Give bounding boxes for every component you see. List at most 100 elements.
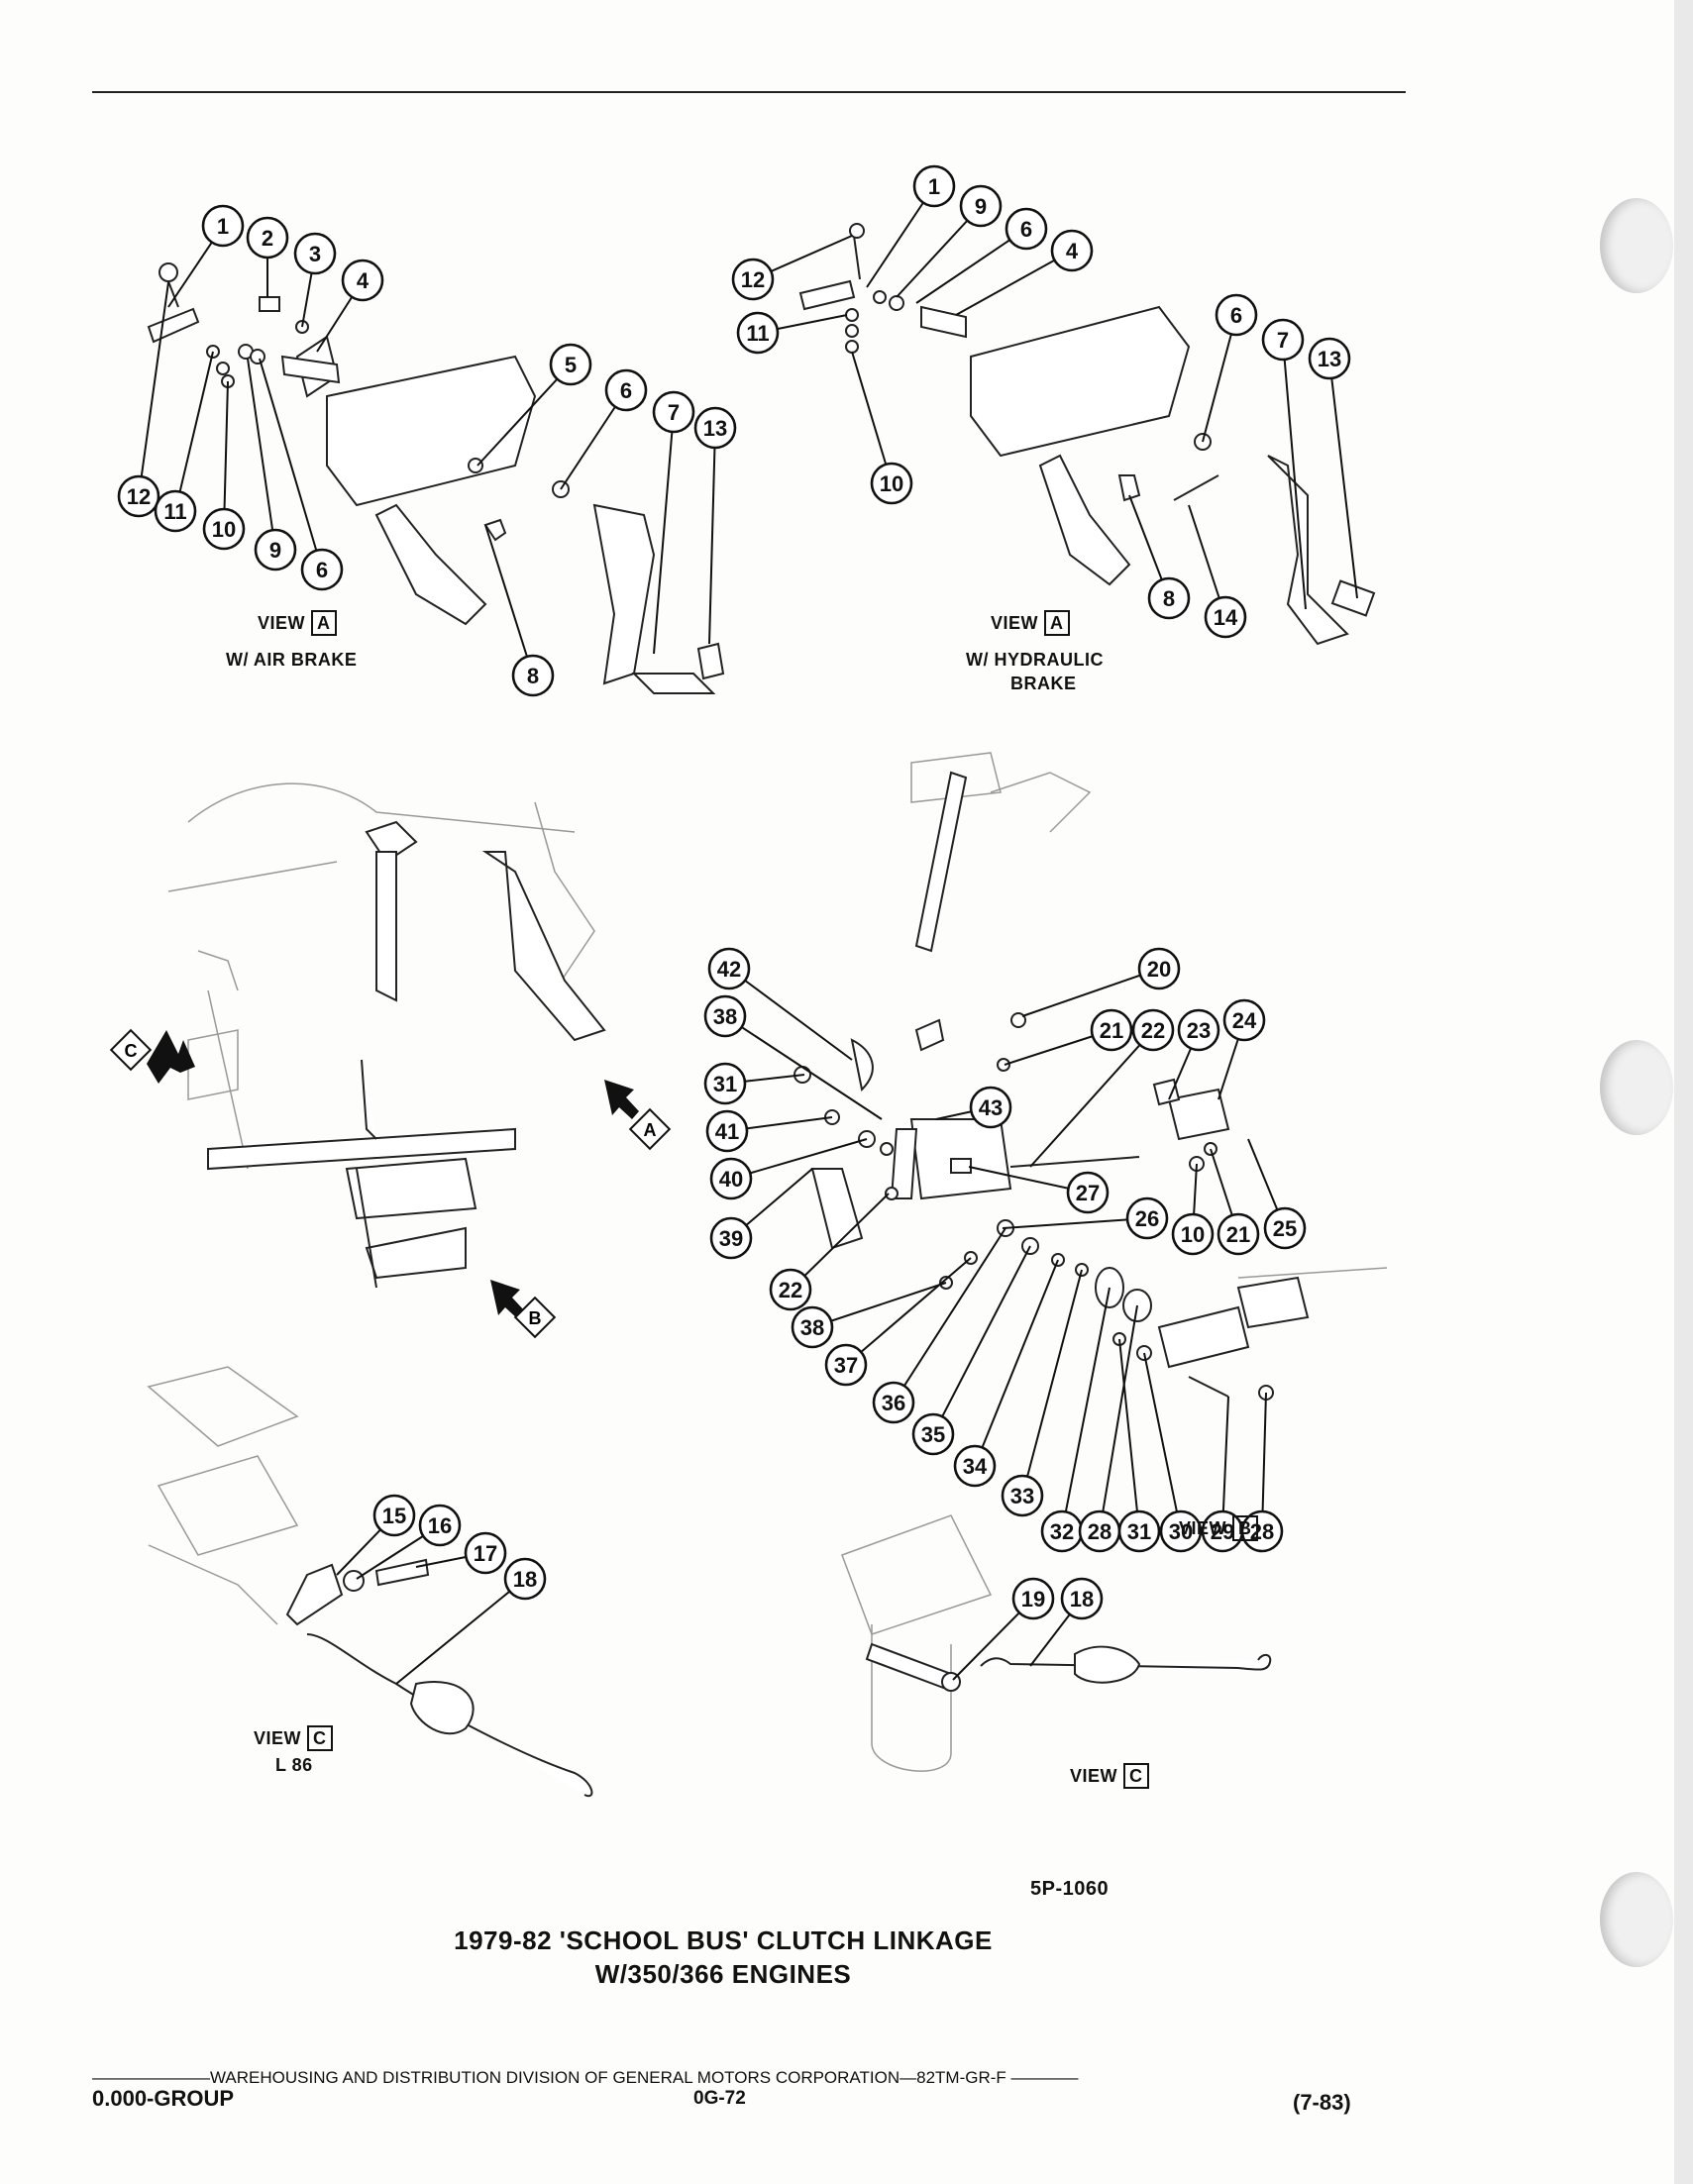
svg-text:28: 28 bbox=[1088, 1519, 1111, 1544]
svg-text:29: 29 bbox=[1211, 1519, 1234, 1544]
svg-text:10: 10 bbox=[880, 471, 903, 496]
svg-text:12: 12 bbox=[741, 267, 765, 292]
callout-leader bbox=[851, 351, 893, 484]
svg-text:8: 8 bbox=[1163, 586, 1175, 611]
callout-leader bbox=[790, 1193, 890, 1291]
svg-text:35: 35 bbox=[921, 1422, 945, 1447]
svg-text:18: 18 bbox=[513, 1567, 537, 1592]
svg-text:1: 1 bbox=[928, 174, 940, 199]
callout-6: 6 bbox=[604, 368, 648, 412]
direction-arrow-a: A bbox=[604, 1080, 672, 1151]
callout-33: 33 bbox=[1001, 1474, 1044, 1517]
callout-11: 11 bbox=[154, 489, 197, 533]
svg-text:6: 6 bbox=[1230, 303, 1242, 328]
callout-leader bbox=[1328, 358, 1358, 599]
callout-25: 25 bbox=[1263, 1206, 1307, 1250]
callout-1: 1 bbox=[201, 204, 245, 248]
callout-13: 13 bbox=[693, 406, 737, 450]
callout-leader bbox=[476, 364, 572, 467]
svg-text:A: A bbox=[644, 1120, 657, 1140]
svg-text:25: 25 bbox=[1273, 1216, 1297, 1241]
callout-19: 19 bbox=[1011, 1577, 1055, 1620]
svg-text:31: 31 bbox=[713, 1072, 737, 1096]
callout-leader bbox=[247, 358, 276, 551]
svg-text:34: 34 bbox=[963, 1454, 988, 1479]
svg-text:6: 6 bbox=[1020, 217, 1032, 242]
direction-arrow-b: B bbox=[490, 1280, 557, 1339]
svg-text:22: 22 bbox=[779, 1278, 802, 1302]
footer-date: (7-83) bbox=[1293, 2090, 1351, 2115]
callout-leader bbox=[1282, 339, 1307, 610]
callout-28: 28 bbox=[1240, 1509, 1284, 1553]
view-letter-box: A bbox=[311, 610, 337, 636]
callout-leader bbox=[1002, 1217, 1148, 1229]
callout-10: 10 bbox=[1171, 1212, 1215, 1256]
callout-9: 9 bbox=[959, 184, 1003, 228]
callout-31: 31 bbox=[703, 1062, 747, 1105]
callout-1: 1 bbox=[912, 164, 956, 208]
callout-leader bbox=[1221, 1396, 1229, 1532]
air-brake-pedal-assembly bbox=[147, 262, 725, 694]
svg-text:6: 6 bbox=[620, 378, 632, 403]
l86-sublabel: L 86 bbox=[275, 1755, 313, 1775]
svg-text:18: 18 bbox=[1070, 1587, 1094, 1612]
svg-text:36: 36 bbox=[882, 1391, 905, 1415]
callout-30: 30 bbox=[1159, 1509, 1203, 1553]
callout-8: 8 bbox=[511, 654, 555, 697]
svg-text:9: 9 bbox=[269, 538, 281, 563]
view-letter-box: A bbox=[1044, 610, 1070, 636]
callout-leader bbox=[259, 358, 323, 571]
caption-line-2: W/350/366 ENGINES bbox=[594, 1959, 852, 1989]
svg-text:2: 2 bbox=[262, 226, 273, 251]
svg-text:20: 20 bbox=[1147, 957, 1171, 982]
callout-26: 26 bbox=[1125, 1196, 1169, 1240]
callout-leader bbox=[708, 427, 716, 645]
callout-leader bbox=[915, 228, 1027, 304]
svg-text:40: 40 bbox=[719, 1167, 743, 1192]
binder-hole bbox=[1600, 1040, 1673, 1135]
svg-text:38: 38 bbox=[713, 1004, 737, 1029]
callout-7: 7 bbox=[652, 390, 695, 434]
svg-text:42: 42 bbox=[717, 957, 741, 982]
callout-15: 15 bbox=[372, 1494, 416, 1537]
svg-text:14: 14 bbox=[1214, 605, 1238, 630]
callout-14: 14 bbox=[1204, 595, 1247, 639]
svg-text:4: 4 bbox=[1066, 239, 1079, 263]
svg-text:19: 19 bbox=[1021, 1587, 1045, 1612]
callout-9: 9 bbox=[254, 528, 297, 572]
svg-text:27: 27 bbox=[1076, 1181, 1100, 1205]
engine-bay-linkage bbox=[167, 782, 606, 1289]
callout-21: 21 bbox=[1090, 1008, 1133, 1052]
callout-10: 10 bbox=[870, 462, 913, 505]
svg-text:11: 11 bbox=[746, 321, 769, 346]
callout-11: 11 bbox=[736, 311, 780, 355]
svg-text:6: 6 bbox=[316, 558, 328, 582]
callout-leader bbox=[955, 250, 1073, 316]
svg-text:1: 1 bbox=[217, 214, 229, 239]
svg-text:26: 26 bbox=[1135, 1206, 1159, 1231]
svg-text:21: 21 bbox=[1100, 1018, 1123, 1043]
callout-21: 21 bbox=[1217, 1212, 1260, 1256]
callout-42: 42 bbox=[707, 947, 751, 990]
footer-page-number: 0G-72 bbox=[693, 2088, 746, 2109]
callout-leader bbox=[1061, 1287, 1111, 1532]
callout-28: 28 bbox=[1078, 1509, 1121, 1553]
callout-leader bbox=[484, 524, 534, 676]
svg-text:43: 43 bbox=[979, 1095, 1003, 1120]
callout-leader bbox=[845, 1257, 972, 1366]
callout-leader bbox=[932, 1245, 1031, 1435]
svg-text:7: 7 bbox=[668, 400, 680, 425]
callout-38: 38 bbox=[791, 1305, 834, 1349]
svg-text:23: 23 bbox=[1187, 1018, 1211, 1043]
svg-text:24: 24 bbox=[1232, 1008, 1257, 1033]
figure-code: 5P-1060 bbox=[1030, 1878, 1110, 1900]
callout-6: 6 bbox=[300, 548, 344, 591]
svg-text:39: 39 bbox=[719, 1226, 743, 1251]
svg-text:8: 8 bbox=[527, 664, 539, 688]
caption-line-1: 1979-82 'SCHOOL BUS' CLUTCH LINKAGE bbox=[454, 1925, 993, 1955]
callout-36: 36 bbox=[872, 1381, 915, 1424]
